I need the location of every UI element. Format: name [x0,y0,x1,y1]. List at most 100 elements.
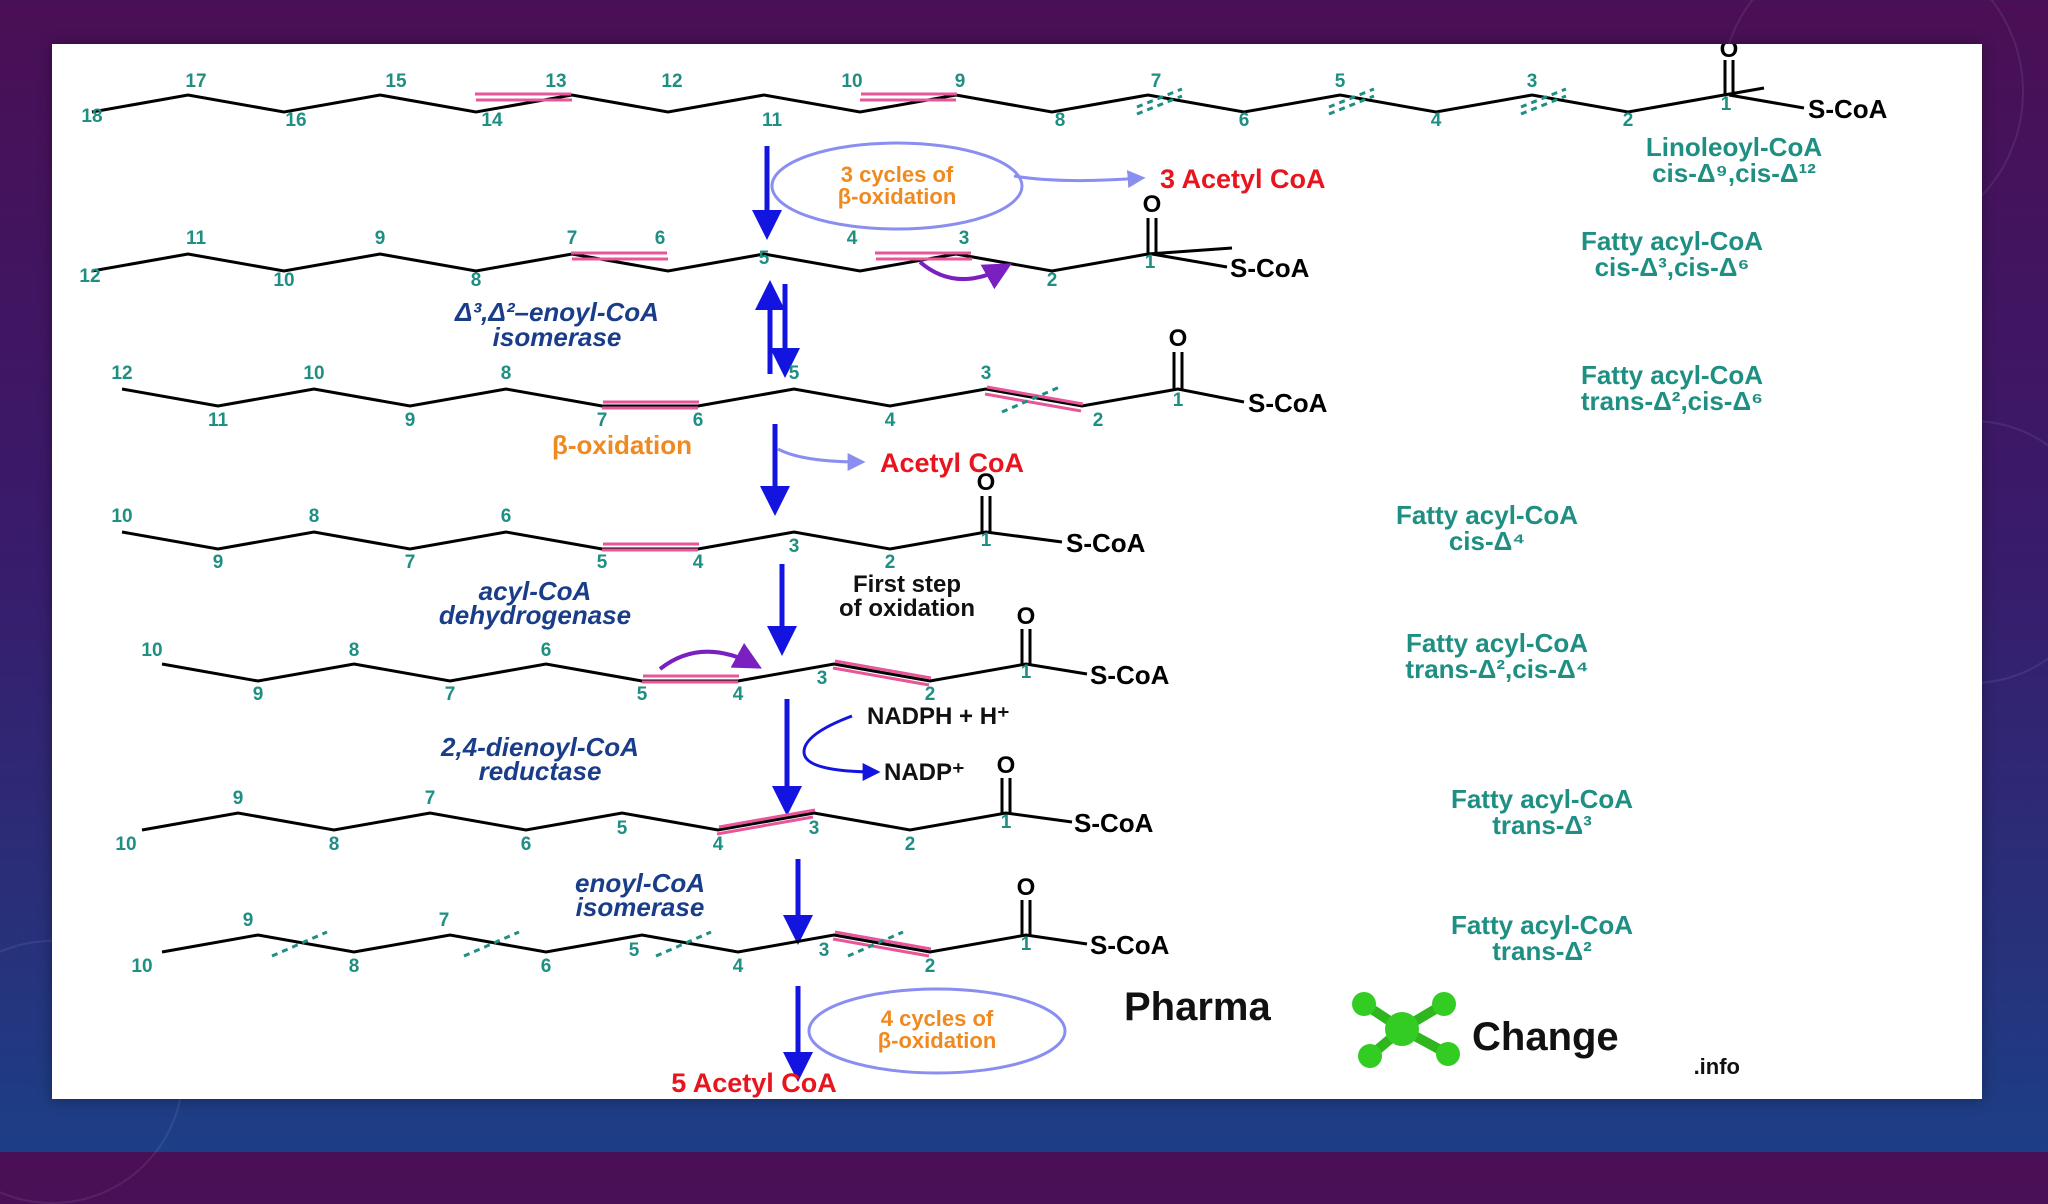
svg-text:Fatty acyl-CoA: Fatty acyl-CoA [1396,500,1578,530]
svg-text:Fatty acyl-CoA: Fatty acyl-CoA [1406,628,1588,658]
svg-text:O: O [1169,325,1188,352]
svg-text:9: 9 [405,410,416,431]
svg-text:8: 8 [349,640,360,661]
svg-text:cis-Δ³,cis-Δ⁶: cis-Δ³,cis-Δ⁶ [1595,252,1750,282]
svg-text:10: 10 [273,270,294,291]
svg-text:Fatty acyl-CoA: Fatty acyl-CoA [1451,784,1633,814]
svg-text:12: 12 [79,266,100,287]
svg-text:12: 12 [111,363,132,384]
svg-text:8: 8 [1055,110,1066,131]
pharmachange-logo: Pharma Change .info [1124,985,1740,1079]
svg-text:6: 6 [501,506,512,527]
svg-text:3: 3 [959,228,970,249]
svg-text:5: 5 [597,552,608,573]
svg-text:8: 8 [329,834,340,855]
svg-text:14: 14 [481,110,503,131]
svg-text:16: 16 [285,110,306,131]
cleavage-mark [1136,87,1183,109]
svg-text:trans-Δ²,cis-Δ⁶: trans-Δ²,cis-Δ⁶ [1581,386,1763,416]
svg-text:7: 7 [1151,71,1162,92]
svg-text:11: 11 [208,410,229,431]
svg-text:2: 2 [1623,110,1634,131]
svg-text:trans-Δ²: trans-Δ² [1492,936,1592,966]
svg-text:Fatty acyl-CoA: Fatty acyl-CoA [1581,360,1763,390]
svg-text:1: 1 [1721,94,1732,115]
svg-text:NADPH + H⁺: NADPH + H⁺ [867,703,1010,730]
step-3-cycles-beta-oxidation: 3 cycles of β-oxidation 3 Acetyl CoA [752,141,1326,240]
svg-text:4: 4 [713,834,724,855]
svg-text:O: O [1143,191,1162,218]
svg-text:2,4-dienoyl-CoA: 2,4-dienoyl-CoA [440,732,639,762]
svg-text:5: 5 [637,684,648,705]
svg-text:7: 7 [445,684,456,705]
step-4-cycles-beta-oxidation: 4 cycles of β-oxidation 5 Acetyl CoA [671,986,1067,1098]
svg-text:5: 5 [617,818,628,839]
logo-text-right: Change [1472,1015,1619,1059]
logo-suffix: .info [1694,1054,1740,1079]
svg-text:6: 6 [541,640,552,661]
svg-text:4: 4 [693,552,704,573]
molecule-name: Linoleoyl-CoA [1646,132,1822,162]
svg-text:9: 9 [955,71,966,92]
svg-text:6: 6 [521,834,532,855]
step-dienoyl-coa-reductase: NADPH + H⁺ NADP⁺ 2,4-dienoyl-CoA reducta… [440,699,1010,816]
enzyme-label: Δ³,Δ²–enoyl-CoA [454,297,659,327]
svg-text:trans-Δ³: trans-Δ³ [1492,810,1592,840]
step-enoyl-coa-isomerase-2: enoyl-CoA isomerase [575,859,813,945]
svg-text:1: 1 [1021,662,1032,683]
svg-text:β-oxidation: β-oxidation [878,1028,997,1053]
svg-text:isomerase: isomerase [576,892,705,922]
svg-text:1: 1 [981,530,992,551]
svg-text:10: 10 [131,956,152,977]
svg-text:10: 10 [111,506,132,527]
svg-text:S-CoA: S-CoA [1090,930,1170,960]
svg-text:2: 2 [885,552,896,573]
cleavage-mark [1520,87,1567,109]
svg-text:11: 11 [186,228,207,249]
svg-text:2: 2 [1047,270,1058,291]
svg-text:10: 10 [303,363,324,384]
svg-text:β-oxidation: β-oxidation [838,184,957,209]
svg-text:6: 6 [655,228,666,249]
svg-text:S-CoA: S-CoA [1090,660,1170,690]
svg-text:cis-Δ⁴: cis-Δ⁴ [1449,526,1525,556]
svg-text:8: 8 [309,506,320,527]
step-enoyl-coa-isomerase: Δ³,Δ²–enoyl-CoA isomerase [454,280,800,378]
svg-text:Fatty acyl-CoA: Fatty acyl-CoA [1451,910,1633,940]
svg-text:S-CoA: S-CoA [1066,528,1146,558]
svg-text:2: 2 [905,834,916,855]
svg-text:S-CoA: S-CoA [1248,388,1328,418]
svg-text:of oxidation: of oxidation [839,595,975,622]
svg-text:9: 9 [375,228,386,249]
svg-text:S-CoA: S-CoA [1230,253,1310,283]
release-arrow [1013,170,1146,189]
svg-text:12: 12 [661,71,682,92]
svg-text:5: 5 [629,940,640,961]
svg-text:4: 4 [1431,110,1442,131]
svg-text:isomerase: isomerase [493,322,622,352]
svg-text:2: 2 [925,684,936,705]
svg-text:10: 10 [115,834,136,855]
molecule-logo-icon [1352,992,1460,1068]
cycle-ellipse [770,141,1024,231]
svg-text:4: 4 [733,684,744,705]
svg-text:4 cycles of: 4 cycles of [881,1006,994,1031]
logo-text-left: Pharma [1124,985,1271,1029]
product-label: 3 Acetyl CoA [1160,164,1326,194]
svg-text:13: 13 [545,71,566,92]
svg-text:9: 9 [253,684,264,705]
svg-text:3: 3 [789,536,800,557]
svg-text:7: 7 [425,788,436,809]
svg-text:trans-Δ²,cis-Δ⁴: trans-Δ²,cis-Δ⁴ [1405,654,1588,684]
svg-text:β-oxidation: β-oxidation [552,430,692,460]
svg-text:3: 3 [819,940,830,961]
coa-label: S-CoA [1808,94,1888,124]
svg-text:NADP⁺: NADP⁺ [884,759,965,786]
svg-text:2: 2 [1093,410,1104,431]
